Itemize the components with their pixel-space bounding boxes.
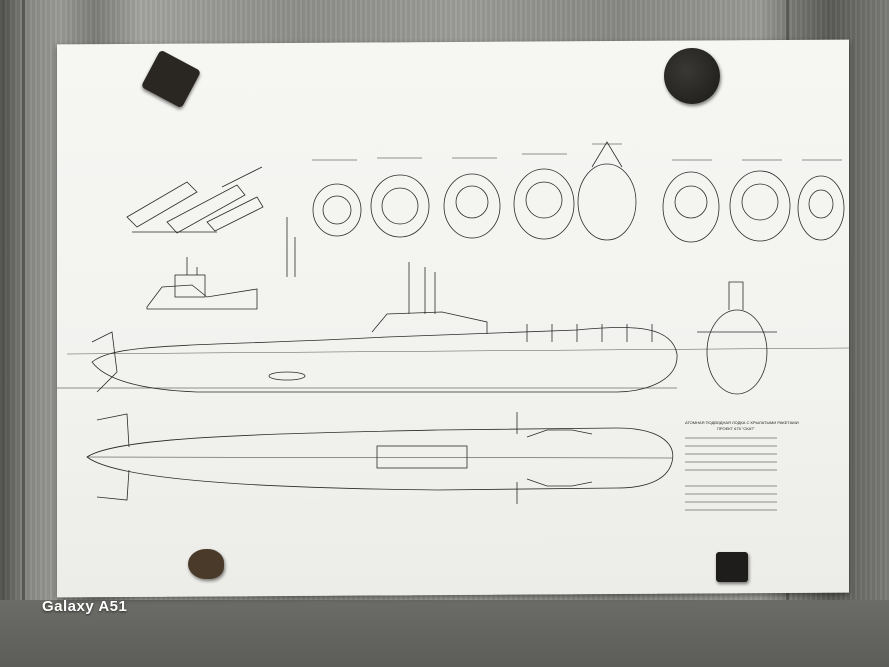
section-label-lines — [312, 143, 842, 161]
spec-table — [685, 437, 777, 511]
hull-side-view — [57, 262, 850, 393]
spec-title: АТОМНАЯ ПОДВОДНАЯ ЛОДКА С КРЫЛАТЫМИ РАКЕ… — [685, 420, 799, 425]
magnet — [664, 48, 720, 104]
magnet — [716, 552, 748, 582]
sail-detail — [146, 257, 258, 310]
hull-front-view — [697, 281, 777, 395]
camera-watermark: Galaxy A51 — [42, 598, 128, 615]
launcher-detail — [126, 166, 264, 234]
hull-plan-view — [86, 412, 674, 504]
magnet — [188, 549, 224, 579]
wall-bottom-strip — [0, 600, 889, 667]
cross-sections — [312, 141, 845, 243]
submarine-blueprint-drawing: АТОМНАЯ ПОДВОДНАЯ ЛОДКА С КРЫЛАТЫМИ РАКЕ… — [57, 42, 850, 595]
wall-seam — [22, 0, 25, 667]
spec-subtitle: ПРОЕКТ 675 "СКАТ" — [717, 426, 755, 431]
